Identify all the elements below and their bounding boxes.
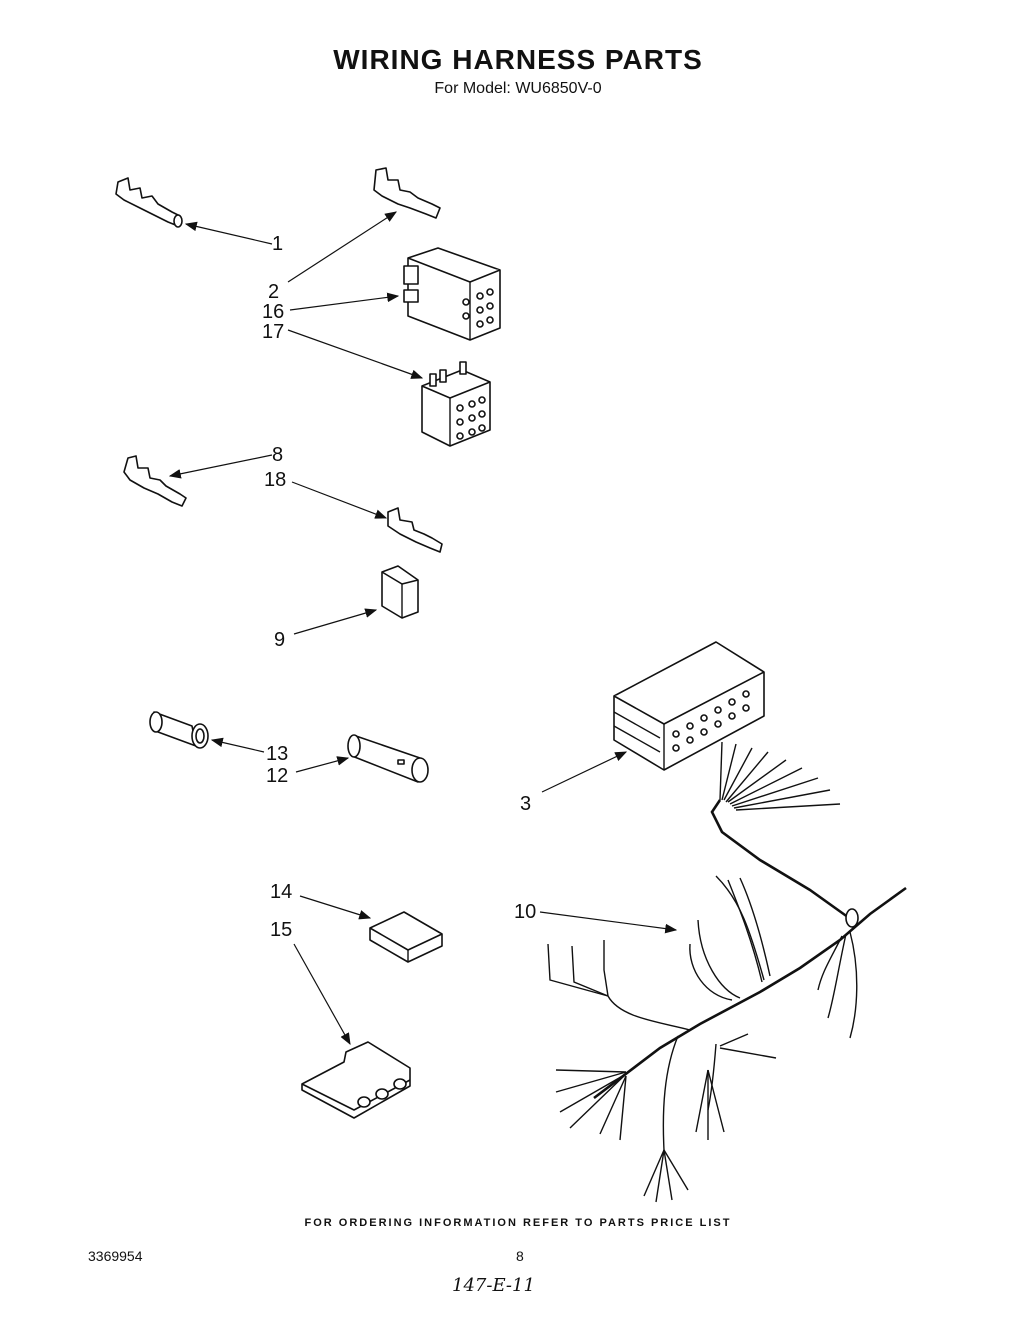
- callout-2: 2: [268, 281, 279, 303]
- callout-3: 3: [520, 793, 531, 815]
- handwritten-note: 147-E-11: [452, 1275, 535, 1296]
- part-15-connector: [301, 1041, 411, 1119]
- callout-17: 17: [262, 321, 284, 343]
- page-title: WIRING HARNESS PARTS: [333, 44, 703, 75]
- callout-1: 1: [272, 233, 283, 255]
- part-10-wiring-harness: [547, 741, 907, 1203]
- part-12-splice-sleeve: [347, 734, 429, 783]
- callout-8: 8: [272, 444, 283, 466]
- part-9-terminal-block: [381, 565, 419, 619]
- callout-15: 15: [270, 919, 292, 941]
- part-13-wire-cap: [149, 711, 209, 749]
- document-number: 3369954: [88, 1248, 143, 1264]
- callout-18: 18: [264, 469, 286, 491]
- callout-13: 13: [266, 743, 288, 765]
- page-number: 8: [516, 1248, 524, 1264]
- callout-10: 10: [514, 901, 536, 923]
- part-2-terminal: [373, 167, 441, 219]
- model-subtitle: For Model: WU6850V-0: [434, 80, 602, 97]
- part-17-connector-housing: [421, 361, 491, 447]
- part-16-connector-housing: [403, 247, 501, 341]
- part-3-multi-pin-connector: [613, 641, 765, 771]
- callout-16: 16: [262, 301, 284, 323]
- callout-12: 12: [266, 765, 288, 787]
- part-8-terminal: [123, 455, 187, 507]
- ordering-note: FOR ORDERING INFORMATION REFER TO PARTS …: [304, 1217, 732, 1229]
- part-1-terminal: [115, 177, 183, 228]
- part-18-terminal: [387, 507, 443, 553]
- callout-14: 14: [270, 881, 292, 903]
- callout-9: 9: [274, 629, 285, 651]
- part-14-connector: [369, 911, 443, 963]
